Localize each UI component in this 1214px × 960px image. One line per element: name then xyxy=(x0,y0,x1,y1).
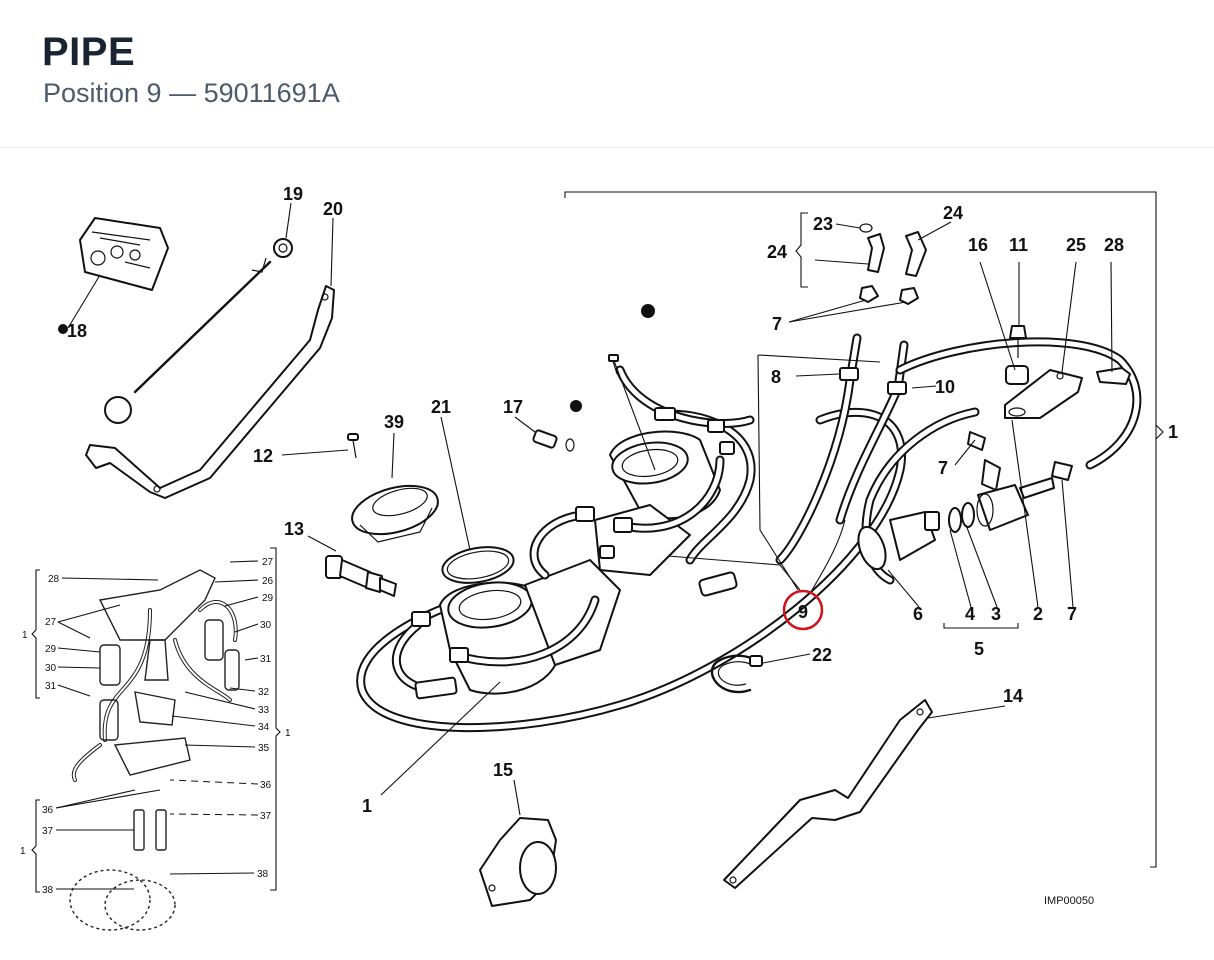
pressure-regulator-part xyxy=(857,431,1073,571)
inset-callout-1-right: 1 xyxy=(285,728,291,739)
fitting-part-17 xyxy=(532,429,575,452)
callout-14: 14 xyxy=(1003,686,1023,706)
callout-7-right: 7 xyxy=(1067,604,1077,624)
callout-13: 13 xyxy=(284,519,304,539)
inset-callout-37-left: 37 xyxy=(42,826,54,837)
inset-detail xyxy=(31,547,281,931)
callout-9-highlighted[interactable]: 9 xyxy=(798,602,808,622)
inset-callout-36-left: 36 xyxy=(42,805,54,816)
mounting-bracket-part xyxy=(1004,325,1131,419)
callout-4: 4 xyxy=(965,604,975,624)
callout-6: 6 xyxy=(913,604,923,624)
callout-1-group: 1 xyxy=(1168,422,1178,442)
linkage-rod-part xyxy=(104,238,293,424)
exploded-parts-diagram: 19 20 18 12 39 21 17 13 1 15 22 14 8 10 … xyxy=(20,184,1178,931)
callout-15: 15 xyxy=(493,760,513,780)
inset-callout-31: 31 xyxy=(260,654,272,665)
inset-callout-32: 32 xyxy=(258,687,270,698)
lever-part xyxy=(85,285,335,499)
callout-23: 23 xyxy=(813,214,833,234)
intake-funnel-part-39 xyxy=(351,484,439,543)
callout-17: 17 xyxy=(503,397,523,417)
callout-19: 19 xyxy=(283,184,303,204)
marker-dot xyxy=(58,324,68,334)
callout-7-top: 7 xyxy=(772,314,782,334)
inset-callout-27: 27 xyxy=(262,557,274,568)
callout-21: 21 xyxy=(431,397,451,417)
page-subtitle: Position 9 — 59011691A xyxy=(43,78,340,108)
throttle-body-assembly xyxy=(356,365,906,733)
page-title: PIPE xyxy=(42,30,136,74)
callout-5: 5 xyxy=(974,639,984,659)
callout-25: 25 xyxy=(1066,235,1086,255)
inset-callout-28: 28 xyxy=(48,574,60,585)
callout-2: 2 xyxy=(1033,604,1043,624)
callout-20: 20 xyxy=(323,199,343,219)
inset-callout-31-left: 31 xyxy=(45,681,57,692)
page-header: PIPE Position 9 — 59011691A xyxy=(0,0,1214,148)
inset-callout-29-left: 29 xyxy=(45,644,57,655)
inset-callout-30: 30 xyxy=(260,620,272,631)
inset-callout-26: 26 xyxy=(262,576,274,587)
image-reference-code: IMP00050 xyxy=(1044,895,1094,907)
o-ring-part xyxy=(441,546,515,584)
inset-callout-38-left: 38 xyxy=(42,885,54,896)
callout-24-group: 24 xyxy=(767,242,787,262)
inset-callout-36: 36 xyxy=(260,780,272,791)
callout-10: 10 xyxy=(935,377,955,397)
callout-28: 28 xyxy=(1104,235,1124,255)
callout-8: 8 xyxy=(771,367,781,387)
callout-3: 3 xyxy=(991,604,1001,624)
marker-dot xyxy=(570,400,582,412)
inset-callout-1-left-top: 1 xyxy=(22,630,28,641)
highlight-ring xyxy=(782,589,824,631)
inset-callout-30-left: 30 xyxy=(45,663,57,674)
inset-callout-34: 34 xyxy=(258,722,270,733)
cover-part-15 xyxy=(479,817,557,907)
callout-16: 16 xyxy=(968,235,988,255)
bolt-part-12 xyxy=(347,433,359,459)
inset-callout-29: 29 xyxy=(262,593,274,604)
callout-12: 12 xyxy=(253,446,273,466)
inset-callout-1-left-bottom: 1 xyxy=(20,846,26,857)
inset-callout-37: 37 xyxy=(260,811,272,822)
inset-callout-38: 38 xyxy=(257,869,269,880)
inset-callout-33: 33 xyxy=(258,705,270,716)
callout-18: 18 xyxy=(67,321,87,341)
inset-callout-35: 35 xyxy=(258,743,270,754)
pipe-8 xyxy=(775,333,862,565)
bracket-strip-part-14 xyxy=(723,699,933,889)
elbow-fitting-part xyxy=(859,223,927,305)
callout-11: 11 xyxy=(1009,235,1028,255)
callout-7-mid: 7 xyxy=(938,458,948,478)
callout-1-lower: 1 xyxy=(362,796,372,816)
switch-block-part xyxy=(79,217,169,291)
inset-callout-27-left: 27 xyxy=(45,617,57,628)
pipe-10 xyxy=(835,340,909,525)
callout-39: 39 xyxy=(384,412,404,432)
fuel-injector-part xyxy=(325,555,397,597)
marker-dot xyxy=(641,304,655,318)
hose-clamp-part xyxy=(710,654,763,694)
group-bracket-1 xyxy=(564,191,1157,868)
callout-22: 22 xyxy=(812,645,832,665)
callout-24: 24 xyxy=(943,203,963,223)
